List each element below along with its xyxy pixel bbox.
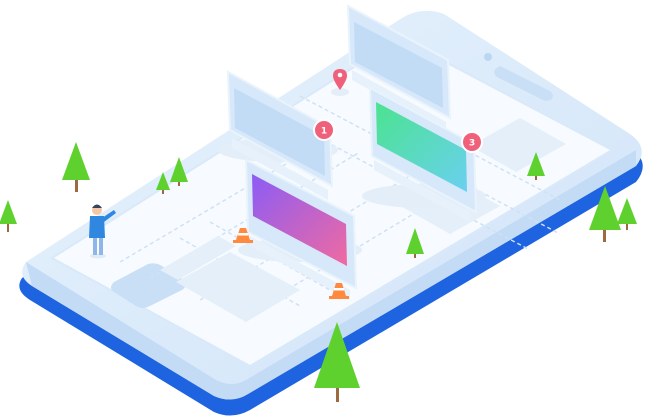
marker-badge-3: 3 [461, 131, 483, 153]
speaker-slot [494, 66, 553, 101]
tree-icon [170, 157, 188, 186]
tree-icon [406, 228, 424, 258]
tree-icon [314, 322, 360, 402]
marker-badge-1: 1 [313, 119, 335, 141]
tree-icon [589, 186, 621, 242]
info-card-left [218, 70, 338, 200]
traffic-cone-icon [233, 228, 253, 243]
home-button [111, 263, 186, 308]
marker-3-label: 3 [469, 139, 475, 149]
tree-icon [62, 142, 90, 192]
info-card-right [362, 86, 486, 222]
info-card-center [238, 158, 362, 300]
tree-icon [0, 200, 17, 232]
tree-icon [617, 198, 637, 230]
location-pin-icon [331, 69, 349, 96]
tree-icon [527, 152, 545, 180]
camera-icon [484, 53, 492, 61]
marker-1-label: 1 [321, 127, 327, 137]
traffic-cone-icon [329, 283, 349, 299]
person-figure [89, 204, 116, 259]
tree-icon [156, 172, 170, 194]
